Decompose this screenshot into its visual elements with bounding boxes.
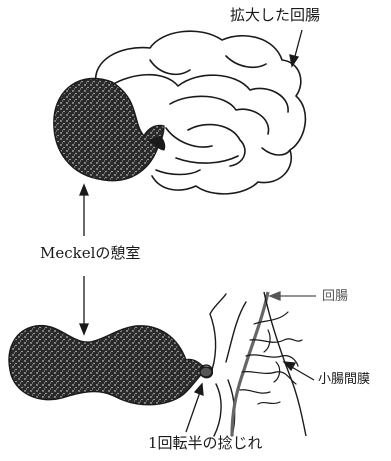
- arrow-to-dilated-ileum: [290, 30, 302, 66]
- label-ileum: 回腸: [322, 290, 348, 303]
- ileum-vessel: [232, 292, 268, 436]
- label-mesentery: 小腸間膜: [318, 373, 370, 386]
- label-dilated-ileum: 拡大した回腸: [230, 8, 320, 23]
- arrow-to-top-diverticulum: [80, 185, 88, 236]
- arrow-to-torsion: [186, 384, 203, 432]
- label-meckel-diverticulum: Meckelの憩室: [40, 246, 140, 261]
- meckel-diverticulum-top: [54, 78, 164, 180]
- label-torsion: 1回転半の捻じれ: [148, 436, 263, 451]
- arrow-to-bottom-diverticulum: [80, 276, 88, 334]
- torsion-knot: [200, 365, 212, 377]
- arrow-to-ileum: [270, 292, 316, 300]
- meckel-diverticulum-bottom: [9, 326, 206, 405]
- ileum-segment: [210, 294, 246, 436]
